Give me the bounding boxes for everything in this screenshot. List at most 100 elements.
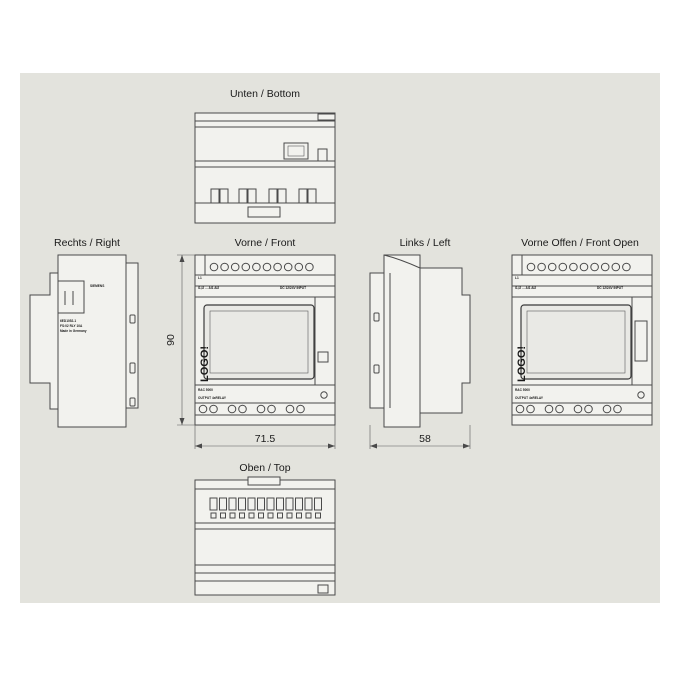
output-terminal [267, 404, 276, 414]
input-terminal [262, 262, 272, 272]
input-terminal [622, 262, 631, 272]
output-terminal [526, 404, 535, 414]
input-terminal [600, 262, 610, 272]
svg-text:L1: L1 [198, 276, 202, 280]
top-terminal-screw [277, 512, 283, 519]
top-terminal-screw [220, 512, 226, 519]
drawing-sheet: Unten / Bottom Rechts / Right Vorne / Fr… [20, 73, 660, 603]
top-terminal-screw [248, 512, 255, 519]
dimension-drawing: Unten / Bottom Rechts / Right Vorne / Fr… [20, 73, 660, 603]
top-terminal-slot [314, 497, 322, 511]
label-top-view: Oben / Top [239, 462, 290, 474]
output-terminal [555, 404, 564, 414]
input-terminal [558, 262, 568, 272]
svg-text:DC 12/24V INPUT: DC 12/24V INPUT [597, 286, 623, 290]
output-terminal [209, 404, 218, 414]
svg-text:L1: L1 [515, 276, 519, 280]
svg-text:SIEMENS: SIEMENS [90, 284, 104, 288]
input-terminal [241, 262, 251, 272]
input-terminal [283, 262, 293, 272]
output-terminal [613, 404, 622, 414]
input-terminal [526, 262, 536, 272]
top-terminal-slot [295, 497, 303, 511]
front-open-view: LOGO! L1 I1,I2 ... AI1 AI2 DC 12/24V INP… [511, 254, 653, 426]
input-terminal [230, 262, 240, 272]
label-bottom-view: Unten / Bottom [230, 88, 300, 100]
top-terminal-screw [267, 512, 274, 519]
input-terminal [579, 262, 589, 272]
top-terminal-slot [228, 497, 237, 511]
top-terminal-screw [296, 512, 302, 519]
top-terminal-screw [315, 512, 321, 519]
left-view [369, 254, 471, 428]
input-terminal [569, 262, 578, 272]
dim-front-width-value: 71.5 [255, 433, 276, 445]
top-terminal-slot [276, 497, 284, 511]
label-left-view: Links / Left [400, 237, 451, 249]
svg-text:I1,I2 ... AI1 AI2: I1,I2 ... AI1 AI2 [515, 286, 536, 290]
input-terminal [611, 262, 621, 272]
label-right-view: Rechts / Right [54, 237, 120, 249]
front-view: LOGO! L1 I1,I2 ... AI1 AI2 DC 12/24V INP… [194, 254, 336, 426]
top-terminal-slot [247, 497, 256, 511]
ethernet-port [283, 142, 309, 160]
dimension-front-width: 71.5 [194, 425, 336, 449]
svg-text:6ED1052-1: 6ED1052-1 [60, 319, 76, 323]
input-terminal [220, 262, 229, 272]
top-terminal-screw [229, 512, 236, 519]
svg-text:I1,I2 ... AI1 AI2: I1,I2 ... AI1 AI2 [198, 286, 219, 290]
output-terminal [573, 404, 583, 414]
label-front-open-view: Vorne Offen / Front Open [521, 237, 639, 249]
top-terminal-screw [210, 512, 217, 519]
output-terminal [584, 404, 593, 414]
dimension-side-width: 58 [369, 425, 471, 449]
output-terminal [544, 404, 554, 414]
output-terminal [238, 404, 247, 414]
top-terminal-screw [286, 512, 293, 519]
card-slot [634, 320, 648, 362]
input-terminal [252, 262, 261, 272]
dim-height-value: 90 [165, 334, 177, 346]
top-terminal-screw [258, 512, 264, 519]
output-terminal [256, 404, 266, 414]
top-terminal-slot [304, 497, 313, 511]
svg-text:DC 12/24V INPUT: DC 12/24V INPUT [280, 286, 306, 290]
svg-text:OUTPUT 4xRELAY: OUTPUT 4xRELAY [198, 396, 227, 400]
right-view: SIEMENS 6ED1052-1 FS:02 RLY 10A Made in … [29, 254, 139, 428]
bottom-view [194, 112, 336, 224]
top-terminal-slot [219, 497, 227, 511]
lcd-display [203, 304, 315, 380]
svg-text:RAC 5000: RAC 5000 [515, 388, 530, 392]
lcd-display-open [520, 304, 632, 380]
input-terminal [305, 262, 314, 272]
logo-front-open: LOGO! [516, 346, 528, 382]
top-terminal-slot [257, 497, 265, 511]
top-terminal-screw [239, 512, 245, 519]
input-terminal [547, 262, 557, 272]
input-terminal [273, 262, 282, 272]
top-terminal-slot [238, 497, 246, 511]
logo-front: LOGO! [199, 346, 211, 382]
top-terminal-slot [285, 497, 294, 511]
label-front-view: Vorne / Front [235, 237, 296, 249]
dimension-height: 90 [165, 254, 195, 426]
top-terminal-screw [305, 512, 312, 519]
output-terminal [198, 404, 208, 414]
svg-text:OUTPUT 4xRELAY: OUTPUT 4xRELAY [515, 396, 544, 400]
output-terminal [227, 404, 237, 414]
input-terminal [209, 262, 219, 272]
output-terminal [515, 404, 525, 414]
top-view [194, 476, 336, 596]
svg-text:RAC 5000: RAC 5000 [198, 388, 213, 392]
svg-text:Made in Germany: Made in Germany [60, 329, 87, 333]
output-terminal [296, 404, 305, 414]
top-terminal-slot [266, 497, 275, 511]
output-terminal [285, 404, 295, 414]
output-terminal [602, 404, 612, 414]
top-terminal-slot [209, 497, 218, 511]
svg-text:FS:02 RLY 10A: FS:02 RLY 10A [60, 324, 83, 328]
input-terminal [294, 262, 304, 272]
dim-side-width-value: 58 [419, 433, 431, 445]
input-terminal [590, 262, 599, 272]
input-terminal [537, 262, 546, 272]
